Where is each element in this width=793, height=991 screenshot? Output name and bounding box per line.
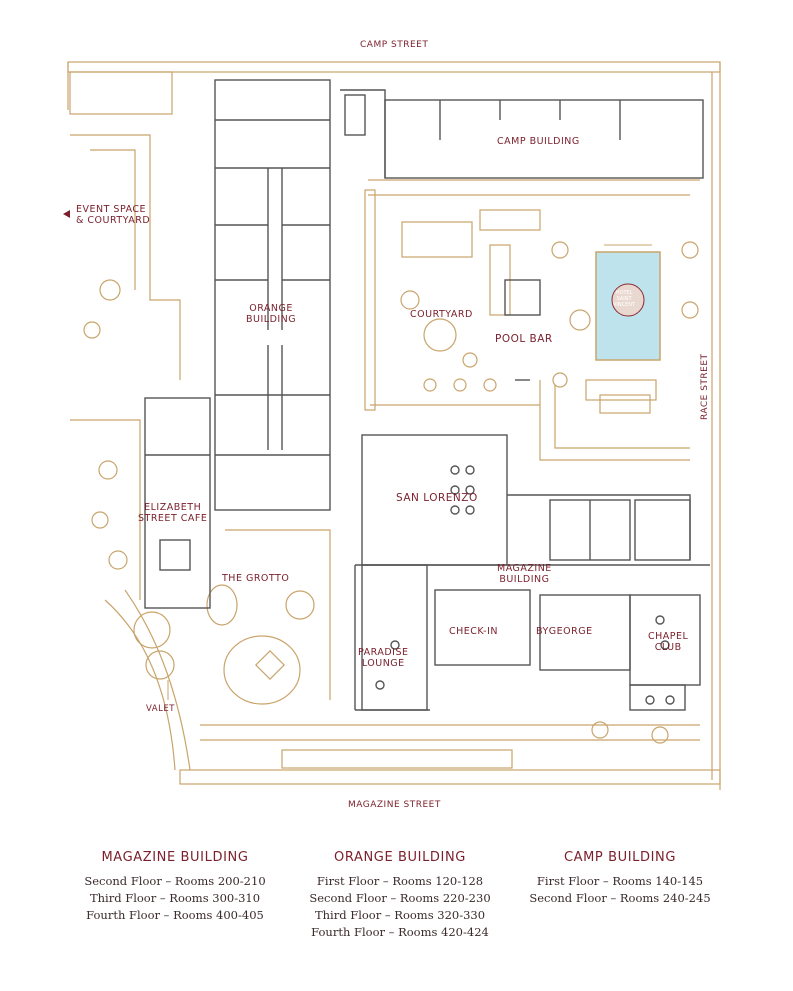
arrow-left-icon (63, 210, 70, 218)
legend-orange-building: ORANGE BUILDING First Floor – Rooms 120-… (295, 850, 505, 941)
pool-sign-line3: VINCENT (613, 301, 636, 308)
label-san-lorenzo[interactable]: SAN LORENZO (396, 492, 478, 504)
legend-line: First Floor – Rooms 120-128 (316, 874, 484, 888)
label-courtyard[interactable]: COURTYARD (410, 309, 473, 320)
label-elizabeth-line2: STREET CAFE (138, 512, 208, 524)
street-label-camp: CAMP STREET (360, 40, 429, 50)
label-chapel-club[interactable]: CHAPEL CLUB (648, 631, 689, 654)
label-event-space-line2: & COURTYARD (76, 214, 151, 226)
legend-line: Second Floor – Rooms 220-230 (309, 891, 491, 905)
label-pool-bar[interactable]: POOL BAR (495, 333, 553, 345)
legend-line: Second Floor – Rooms 200-210 (84, 874, 266, 888)
label-magazine-line1: MAGAZINE (497, 563, 552, 574)
legend-camp-building: CAMP BUILDING First Floor – Rooms 140-14… (515, 850, 725, 907)
legend-line: Fourth Floor – Rooms 420-424 (311, 925, 489, 939)
legend-title: MAGAZINE BUILDING (101, 850, 249, 865)
pool (595, 244, 661, 361)
label-paradise-lounge[interactable]: PARADISE LOUNGE (358, 647, 409, 670)
floor-plan-map (67, 61, 721, 790)
legend-magazine-building: MAGAZINE BUILDING Second Floor – Rooms 2… (70, 850, 280, 924)
legend-line: Second Floor – Rooms 240-245 (529, 891, 711, 905)
label-magazine-building[interactable]: MAGAZINE BUILDING (497, 563, 552, 586)
label-valet[interactable]: VALET (146, 704, 175, 714)
label-bygeorge[interactable]: BYGEORGE (536, 626, 593, 637)
street-label-race: RACE STREET (700, 353, 710, 420)
label-the-grotto[interactable]: THE GROTTO (222, 573, 290, 584)
label-event-space-line1: EVENT SPACE (76, 204, 147, 215)
label-orange-line2: BUILDING (246, 313, 297, 325)
label-camp-building[interactable]: CAMP BUILDING (497, 136, 580, 147)
label-chapel-line1: CHAPEL (648, 631, 689, 642)
label-paradise-line1: PARADISE (358, 647, 409, 658)
label-event-space[interactable]: EVENT SPACE & COURTYARD (76, 204, 151, 227)
label-elizabeth-street-cafe[interactable]: ELIZABETH STREET CAFE (138, 502, 208, 525)
legend-line: First Floor – Rooms 140-145 (536, 874, 704, 888)
legend-title: ORANGE BUILDING (334, 850, 466, 865)
label-check-in[interactable]: CHECK-IN (449, 626, 498, 637)
street-label-magazine: MAGAZINE STREET (348, 800, 441, 810)
pool-sign-line2: SAINT (616, 295, 632, 302)
label-elizabeth-line1: ELIZABETH (144, 502, 202, 513)
legend-line: Third Floor – Rooms 320-330 (314, 908, 486, 922)
legend-line: Third Floor – Rooms 300-310 (89, 891, 261, 905)
legend-title: CAMP BUILDING (563, 850, 677, 865)
label-chapel-line2: CLUB (654, 641, 682, 653)
label-orange-building[interactable]: ORANGE BUILDING (246, 303, 297, 326)
legend-line: Fourth Floor – Rooms 400-405 (86, 908, 264, 922)
pool-sign-line1: HOTEL (615, 290, 633, 296)
label-magazine-line2: BUILDING (499, 573, 550, 585)
label-paradise-line2: LOUNGE (361, 657, 405, 669)
label-orange-line1: ORANGE (249, 303, 293, 314)
pool-sign: HOTEL SAINT VINCENT (613, 290, 636, 308)
